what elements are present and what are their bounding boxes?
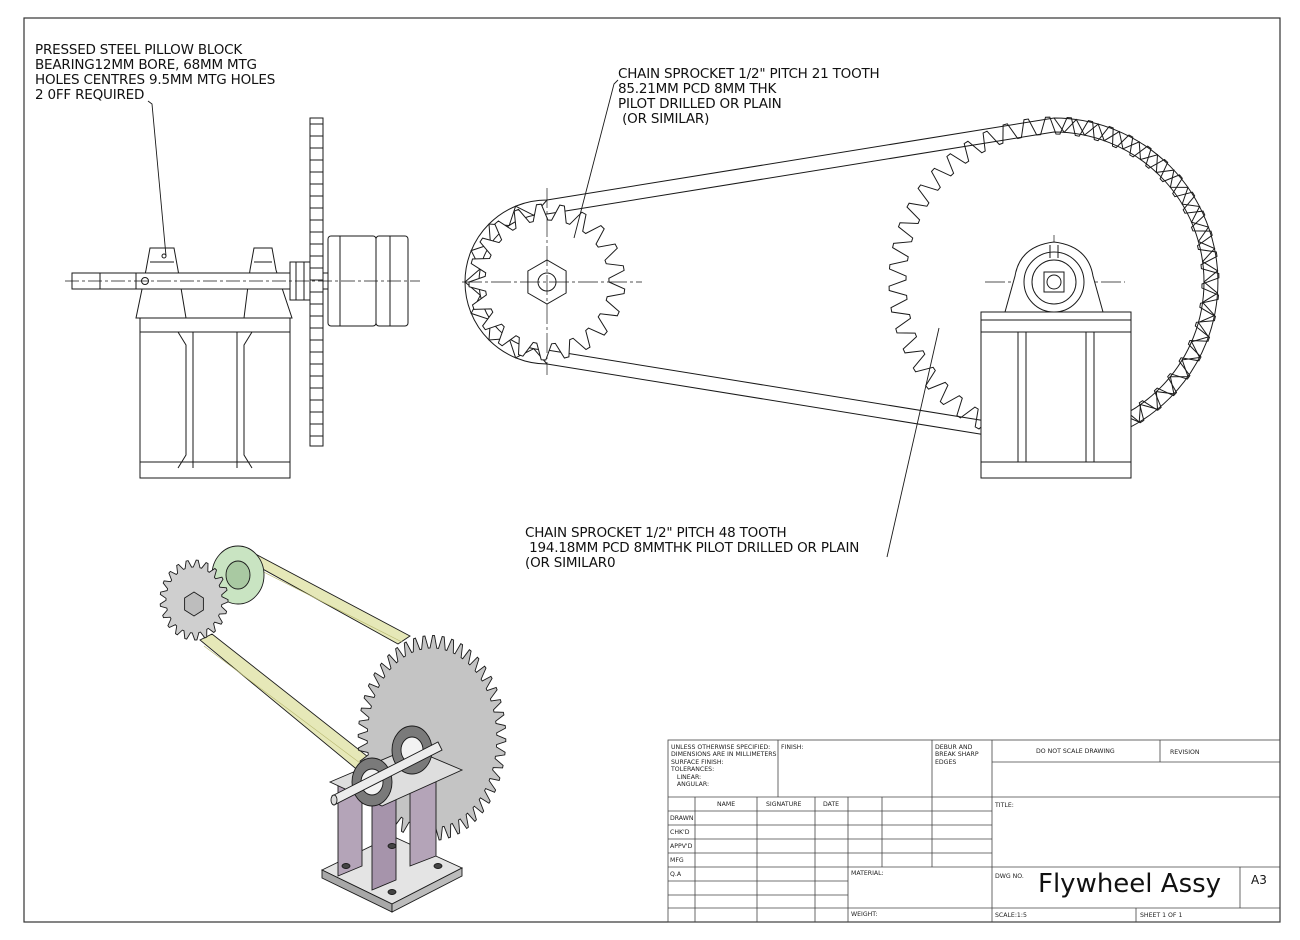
tb-header-name: NAME [717, 801, 736, 808]
tb-do-not-scale: DO NOT SCALE DRAWING [1036, 748, 1115, 755]
front-support-frame [980, 241, 1132, 479]
tb-row-chkd: CHK'D [670, 829, 690, 836]
note-small-sprocket: CHAIN SPROCKET 1/2" PITCH 21 TOOTH 85.21… [618, 66, 880, 127]
side-frame [139, 317, 291, 479]
tb-header-signature: SIGNATURE [766, 801, 802, 808]
tb-sheet-size: A3 [1251, 873, 1267, 887]
tb-row-qa: Q.A [670, 871, 682, 878]
tb-row-appvd: APPV'D [670, 843, 693, 850]
tb-row-mfg: MFG [670, 857, 684, 864]
tb-deburr: DEBUR AND BREAK SHARP EDGES [935, 744, 979, 766]
note-pillow-block: PRESSED STEEL PILLOW BLOCK BEARING12MM B… [35, 42, 276, 103]
tb-header-date: DATE [823, 801, 840, 808]
title-block [667, 739, 1281, 923]
tb-revision: REVISION [1170, 749, 1200, 756]
note-large-sprocket: CHAIN SPROCKET 1/2" PITCH 48 TOOTH 194.1… [525, 525, 860, 571]
leader-lines [147, 79, 940, 558]
side-sprocket [309, 117, 324, 447]
tb-material: MATERIAL: [851, 870, 884, 877]
tb-dwg-no-label: DWG NO. [995, 873, 1024, 880]
tb-finish: FINISH: [781, 744, 804, 751]
front-view [462, 116, 1220, 479]
side-view [65, 117, 420, 479]
tb-drawing-title: Flywheel Assy [1038, 869, 1222, 899]
tb-weight: WEIGHT: [851, 911, 878, 918]
tb-sheet: SHEET 1 OF 1 [1140, 912, 1183, 919]
tb-unless-specified: UNLESS OTHERWISE SPECIFIED: DIMENSIONS A… [671, 744, 777, 789]
iso-nut [184, 591, 204, 617]
iso-chain-lower [199, 633, 373, 773]
tb-scale: SCALE:1:5 [995, 912, 1027, 919]
tb-row-drawn: DRAWN [670, 815, 694, 822]
sheet-border [23, 17, 1281, 923]
tb-title-label: TITLE: [995, 802, 1014, 809]
isometric-view [159, 545, 507, 913]
